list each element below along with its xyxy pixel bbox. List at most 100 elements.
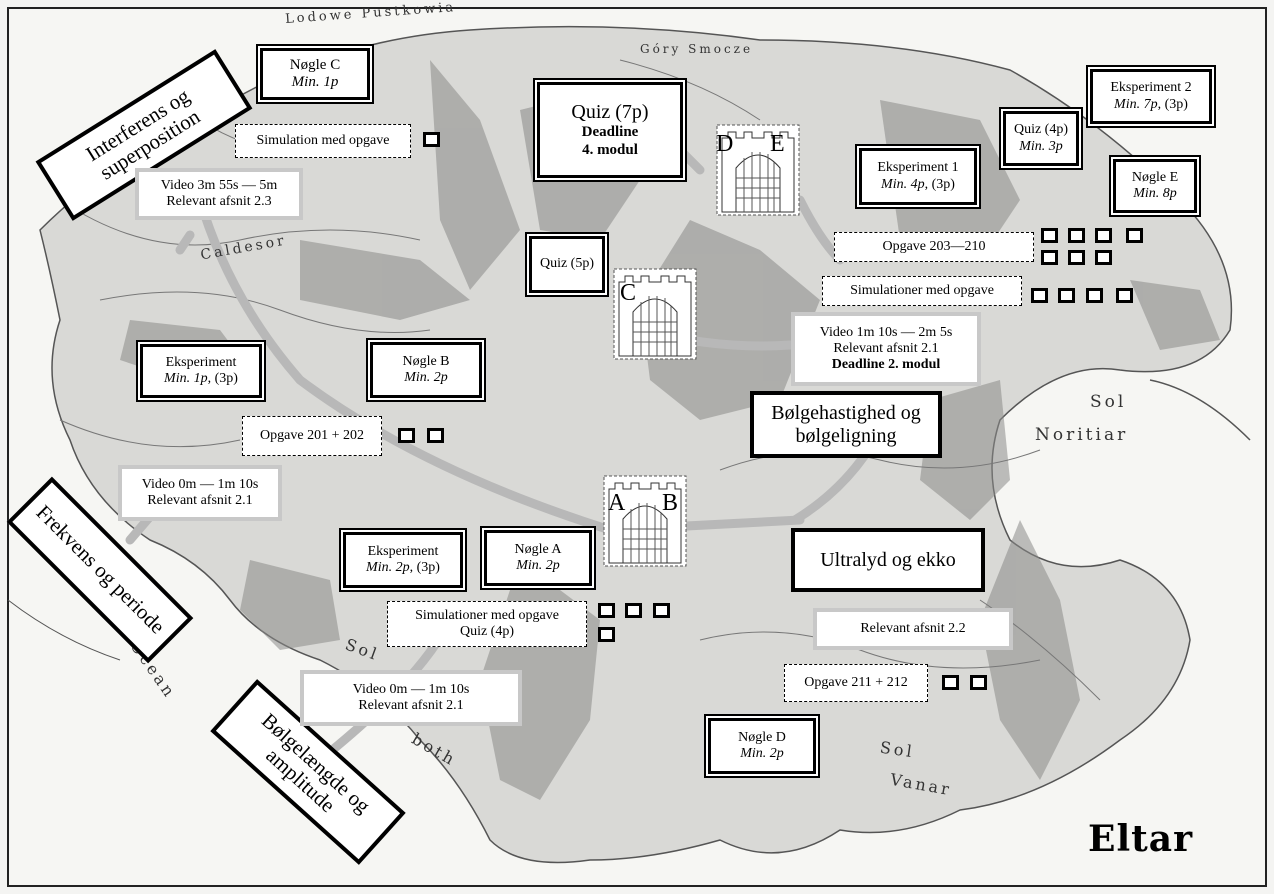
nogle-c-box[interactable]: Nøgle C Min. 1p [260,48,370,100]
quiz-7p-module: 4. modul [582,141,638,158]
video-3m-line2: Relevant afsnit 2.3 [166,194,272,209]
opgave-201-label: Opgave 201 + 202 [260,427,364,443]
checkbox-203-1[interactable] [1041,228,1058,243]
place-label-sol-noritiar-1: Sol [1090,392,1127,412]
quiz-7p-title: Quiz (7p) [571,101,649,124]
opgave-201-box[interactable]: Opgave 201 + 202 [242,416,382,456]
quiz-7p-deadline: Deadline [581,124,639,141]
checkbox-201-2[interactable] [427,428,444,443]
map-title: Eltar [1088,818,1194,860]
eksperiment-a-title: Eksperiment [367,543,439,559]
eksperiment-1-min: Min. 4p [881,176,925,192]
topic-ultralyd-label: Ultralyd og ekko [820,548,956,571]
checkbox-203-2[interactable] [1068,228,1085,243]
quiz-4p-box[interactable]: Quiz (4p) Min. 3p [1003,111,1079,166]
checkbox-sim-a-2[interactable] [625,603,642,618]
eksperiment-a-box[interactable]: Eksperiment Min. 2p, (3p) [343,532,463,588]
checkbox-203-6[interactable] [1068,250,1085,265]
video-0m-top-line1: Video 0m — 1m 10s [141,476,259,492]
nogle-c-title: Nøgle C [289,56,341,73]
nogle-d-min: Min. 2p [740,746,784,761]
checkbox-203-4[interactable] [1126,228,1143,243]
eksperiment-2-box[interactable]: Eksperiment 2 Min. 7p, (3p) [1090,69,1212,124]
simulationer-opgave-top-box[interactable]: Simulationer med opgave [822,276,1022,306]
checkbox-sim-top-3[interactable] [1086,288,1103,303]
relevant-22-label: Relevant afsnit 2.2 [860,620,966,636]
simulation-opgave-box[interactable]: Simulation med opgave [235,124,411,158]
video-3m-line1: Video 3m 55s — 5m [160,177,278,193]
quiz-7p-box[interactable]: Quiz (7p) Deadline 4. modul [537,82,683,178]
simulationer-quiz-line2: Quiz (4p) [459,624,515,639]
nogle-a-title: Nøgle A [514,541,562,557]
checkbox-sim-top-1[interactable] [1031,288,1048,303]
video-0m-bottom-box[interactable]: Video 0m — 1m 10s Relevant afsnit 2.1 [300,670,522,726]
opgave-203-box[interactable]: Opgave 203—210 [834,232,1034,262]
checkbox-203-7[interactable] [1095,250,1112,265]
quiz-5p-label: Quiz (5p) [539,256,595,272]
nogle-e-title: Nøgle E [1131,169,1179,185]
nogle-e-box[interactable]: Nøgle E Min. 8p [1113,159,1197,213]
checkbox-sim-a-4[interactable] [598,627,615,642]
video-3m-box[interactable]: Video 3m 55s — 5m Relevant afsnit 2.3 [135,168,303,220]
gate-ab-castle[interactable] [601,475,689,567]
eksperiment-1-box[interactable]: Eksperiment 1 Min. 4p, (3p) [859,148,977,205]
opgave-211-box[interactable]: Opgave 211 + 212 [784,664,928,702]
nogle-a-box[interactable]: Nøgle A Min. 2p [484,530,592,586]
checkbox-203-5[interactable] [1041,250,1058,265]
checkbox-sim-a-3[interactable] [653,603,670,618]
eksperiment-2-title: Eksperiment 2 [1110,80,1192,96]
nogle-d-box[interactable]: Nøgle D Min. 2p [708,718,816,774]
quiz-5p-box[interactable]: Quiz (5p) [529,236,605,293]
checkbox-sim-c[interactable] [423,132,440,147]
nogle-c-min: Min. 1p [291,74,339,90]
gate-label-c: C [620,280,637,306]
eksperiment-a-points: , (3p) [409,560,440,575]
checkbox-sim-a-1[interactable] [598,603,615,618]
video-0m-top-box[interactable]: Video 0m — 1m 10s Relevant afsnit 2.1 [118,465,282,521]
eksperiment-left-points: , (3p) [207,371,238,386]
checkbox-203-3[interactable] [1095,228,1112,243]
nogle-e-min: Min. 8p [1133,186,1177,201]
nogle-b-box[interactable]: Nøgle B Min. 2p [370,342,482,398]
nogle-b-title: Nøgle B [402,353,450,369]
place-label-sol-noritiar-2: Noritiar [1035,425,1129,445]
checkbox-sim-top-4[interactable] [1116,288,1133,303]
place-label-gory: Góry Smocze [640,42,754,56]
nogle-b-min: Min. 2p [404,370,448,385]
opgave-203-label: Opgave 203—210 [882,238,986,254]
eksperiment-1-title: Eksperiment 1 [877,160,959,176]
eksperiment-a-min: Min. 2p [366,560,410,575]
simulationer-quiz-line1: Simulationer med opgave [415,607,559,623]
gate-c-castle[interactable] [611,268,699,360]
topic-bolgehastighed[interactable]: Bølgehastighed og bølgeligning [750,391,942,458]
eksperiment-left-min: Min. 1p [164,371,208,386]
checkbox-201-1[interactable] [398,428,415,443]
video-0m-bottom-line2: Relevant afsnit 2.1 [358,698,464,713]
eksperiment-1-points: , (3p) [924,176,955,192]
nogle-a-min: Min. 2p [516,558,560,573]
topic-bolgehastighed-label: Bølgehastighed og bølgeligning [771,401,921,447]
simulationer-quiz-box[interactable]: Simulationer med opgave Quiz (4p) [387,601,587,647]
topic-ultralyd[interactable]: Ultralyd og ekko [791,528,985,592]
gate-label-b: B [662,490,679,516]
opgave-211-label: Opgave 211 + 212 [804,674,908,690]
simulationer-opgave-top-label: Simulationer med opgave [850,282,994,298]
video-0m-top-line2: Relevant afsnit 2.1 [147,493,253,508]
checkbox-211-2[interactable] [970,675,987,690]
video-1m10-box[interactable]: Video 1m 10s — 2m 5s Relevant afsnit 2.1… [791,312,981,386]
gate-label-a: A [608,490,626,516]
video-1m10-deadline: Deadline 2. modul [831,357,941,373]
eksperiment-left-box[interactable]: Eksperiment Min. 1p, (3p) [140,344,262,398]
checkbox-sim-top-2[interactable] [1058,288,1075,303]
eksperiment-2-points: , (3p) [1157,96,1188,112]
gate-label-e: E [770,131,785,157]
relevant-22-box[interactable]: Relevant afsnit 2.2 [813,608,1013,650]
gate-de-castle[interactable] [716,124,800,216]
video-0m-bottom-line1: Video 0m — 1m 10s [352,681,470,697]
checkbox-211-1[interactable] [942,675,959,690]
video-1m10-line2: Relevant afsnit 2.1 [833,340,939,356]
quiz-4p-title: Quiz (4p) [1013,122,1069,138]
simulation-opgave-label: Simulation med opgave [256,132,390,148]
video-1m10-line1: Video 1m 10s — 2m 5s [819,324,953,340]
